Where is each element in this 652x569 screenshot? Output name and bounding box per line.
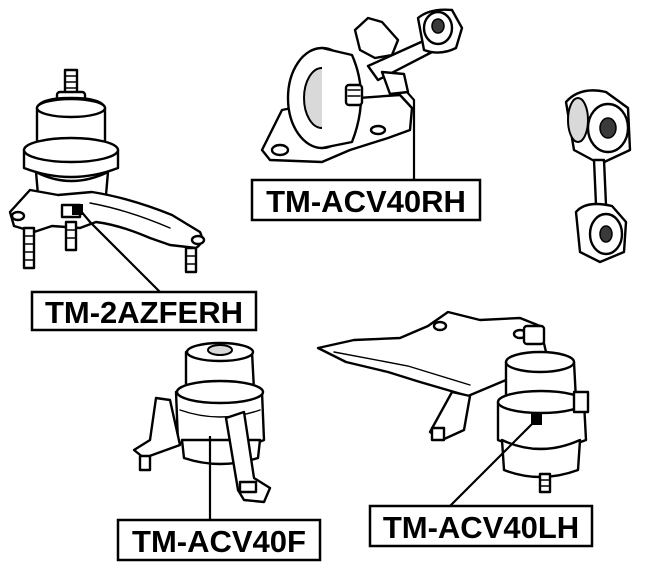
label-acv40f: TM-ACV40F	[116, 518, 322, 562]
label-2azferh-text: TM-2AZFERH	[45, 295, 243, 330]
label-acv40rh: TM-ACV40RH	[250, 178, 482, 222]
label-acv40rh-text: TM-ACV40RH	[266, 184, 466, 219]
mount-stabilizer-link	[564, 89, 632, 264]
mount-acv40f	[132, 341, 272, 504]
leader-line-2azferh	[79, 209, 161, 293]
leader-line-acv40lh	[447, 419, 537, 509]
leader-line-acv40rh	[406, 91, 416, 180]
label-acv40lh: TM-ACV40LH	[368, 504, 594, 548]
mount-acv40lh	[316, 310, 590, 494]
mount-2azferh	[8, 68, 206, 274]
label-acv40f-text: TM-ACV40F	[132, 524, 306, 559]
label-2azferh: TM-2AZFERH	[30, 290, 258, 332]
mount-acv40rh	[260, 8, 464, 164]
label-acv40lh-text: TM-ACV40LH	[383, 510, 579, 545]
